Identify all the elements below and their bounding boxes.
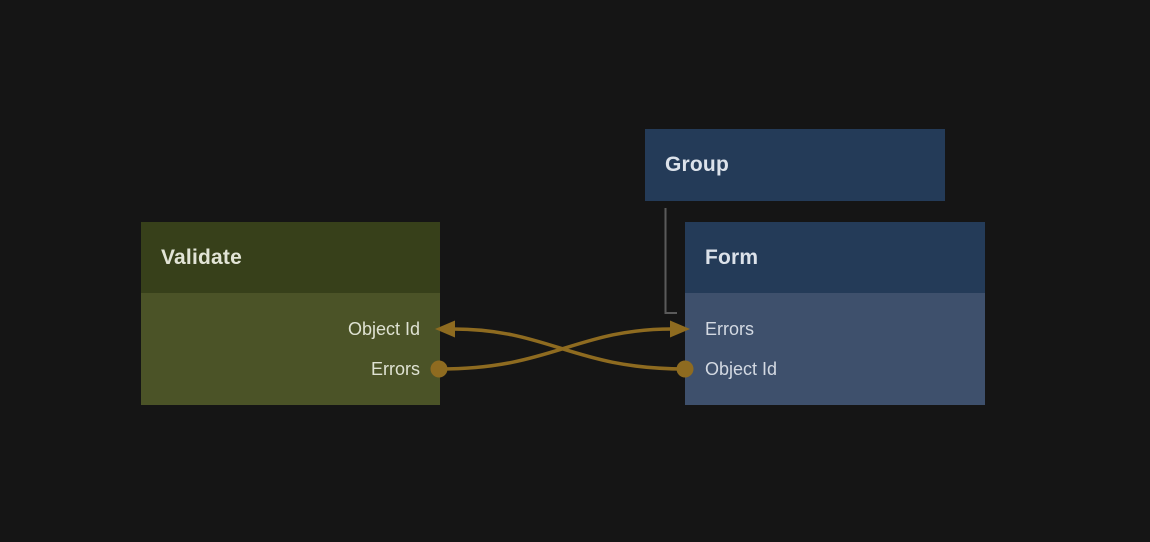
wire-validate-errors-to-form-errors[interactable]	[439, 327, 673, 371]
node-group[interactable]: Group	[645, 129, 945, 201]
node-validate-body: Object Id Errors	[141, 293, 440, 405]
port-form-object-id[interactable]: Object Id	[685, 349, 985, 389]
node-validate-header[interactable]: Validate	[141, 222, 440, 293]
node-form-body: Errors Object Id	[685, 293, 985, 405]
node-form-header[interactable]: Form	[685, 222, 985, 293]
port-form-errors[interactable]: Errors	[685, 309, 985, 349]
port-label: Errors	[705, 318, 754, 339]
node-form[interactable]: Form Errors Object Id	[685, 222, 985, 405]
wire-form-object-id-to-validate-object-id[interactable]	[452, 327, 686, 371]
port-label: Errors	[371, 358, 420, 379]
node-validate[interactable]: Validate Object Id Errors	[141, 222, 440, 405]
node-group-title: Group	[665, 153, 729, 176]
group-to-form-link	[664, 208, 677, 314]
node-validate-title: Validate	[161, 245, 242, 269]
node-group-header[interactable]: Group	[645, 129, 945, 201]
port-label: Object Id	[347, 318, 420, 339]
port-validate-object-id[interactable]: Object Id	[141, 309, 440, 349]
port-validate-errors[interactable]: Errors	[141, 349, 440, 389]
port-label: Object Id	[705, 358, 778, 379]
node-form-title: Form	[705, 245, 759, 269]
